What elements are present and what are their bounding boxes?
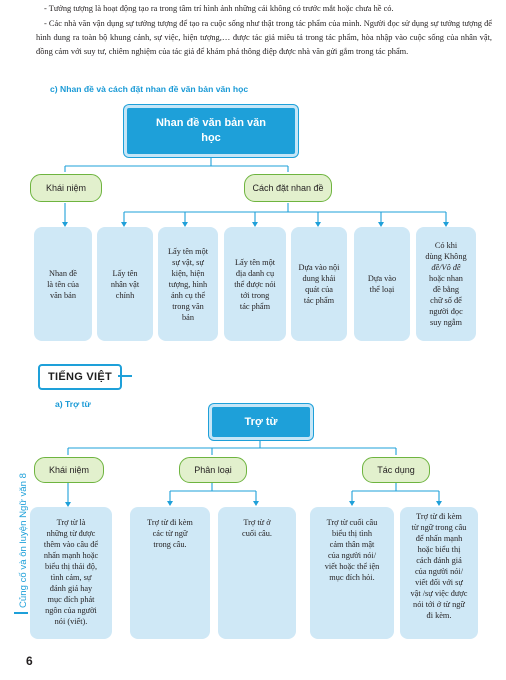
page-number: 6 <box>26 654 33 668</box>
branch-phan-loai: Phân loại <box>179 457 247 483</box>
intro-paragraph-1: - Tưởng tượng là hoạt động tạo ra trong … <box>44 4 394 13</box>
branch-tac-dung: Tác dụng <box>362 457 430 483</box>
tieng-viet-badge: TIẾNG VIỆT <box>38 364 122 390</box>
section-heading-tro-tu: a) Trợ từ <box>55 399 91 409</box>
sidebar-book-title: Củng cố và ôn luyện Ngữ văn 8 <box>18 473 29 608</box>
diagram-title-tro-tu: Trợ từ <box>209 404 313 440</box>
branch-cach-dat-nhan-de: Cách đặt nhan đề <box>244 174 332 202</box>
branch-khai-niem-tro-tu: Khái niệm <box>34 457 104 483</box>
branch-khai-niem: Khái niệm <box>30 174 102 202</box>
leaf-khong-de: Có khi dùng Không đề/Vô đề hoặc nhan đề … <box>416 227 476 341</box>
intro-paragraph-2: - Các nhà văn vận dụng sự tưởng tượng để… <box>36 19 492 56</box>
sidebar-rule <box>14 612 28 614</box>
section-heading-title: c) Nhan đề và cách đặt nhan đề văn bản v… <box>50 84 249 94</box>
badge-rule <box>118 375 132 377</box>
diagram-title-nhan-de: Nhan đề văn bản văn học <box>124 105 298 157</box>
